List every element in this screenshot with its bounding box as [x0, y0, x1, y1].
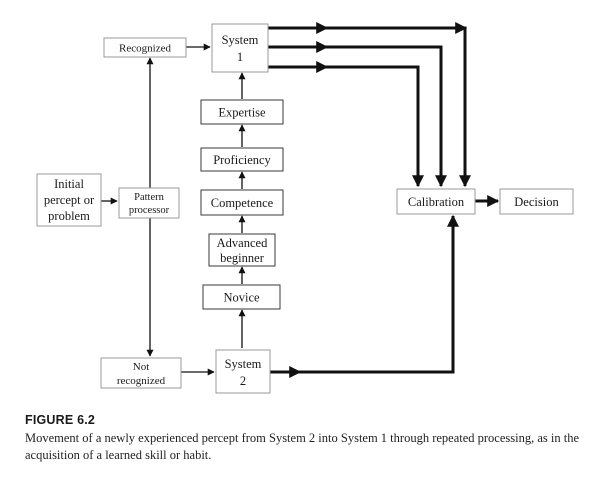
- competence-label: Competence: [211, 196, 274, 210]
- system2-box: System 2: [215, 349, 271, 394]
- arrow-system1-to-calibration-inner: [268, 65, 424, 188]
- calibration-box: Calibration: [396, 188, 476, 215]
- recognized-label: Recognized: [119, 43, 171, 55]
- system1-box: System 1: [211, 23, 269, 73]
- expertise-label: Expertise: [218, 106, 266, 120]
- figure-label: FIGURE 6.2: [25, 413, 96, 427]
- calibration-label: Calibration: [408, 195, 465, 209]
- arrow-system2-to-calibration: [270, 214, 459, 374]
- decision-label: Decision: [514, 195, 559, 209]
- thick-connectors: [268, 22, 500, 378]
- advanced-beginner-box: Advanced beginner: [208, 233, 276, 267]
- figure-caption: FIGURE 6.2 Movement of a newly experienc…: [25, 413, 595, 464]
- initial-label-line1: Initial: [54, 177, 84, 191]
- pattern-label-line2: processor: [129, 205, 170, 216]
- system1-label-line2: 1: [237, 50, 243, 64]
- thin-connectors: [101, 43, 246, 376]
- novice-box: Novice: [202, 284, 281, 310]
- pattern-processor-box: Pattern processor: [118, 187, 180, 219]
- system2-label-line1: System: [225, 357, 262, 371]
- initial-label-line2: percept or: [44, 193, 95, 207]
- not-recognized-box: Not recognized: [100, 357, 182, 389]
- system1-label-line1: System: [222, 33, 259, 47]
- figure-caption-text: Movement of a newly experienced percept …: [25, 431, 580, 462]
- arrow-system1-to-calibration-outer: [268, 26, 471, 188]
- initial-percept-box: Initial percept or problem: [36, 173, 102, 227]
- pattern-label-line1: Pattern: [134, 192, 164, 203]
- decision-box: Decision: [499, 188, 574, 215]
- expertise-box: Expertise: [200, 99, 284, 125]
- proficiency-box: Proficiency: [200, 147, 284, 172]
- not-recognized-label-line2: recognized: [117, 375, 166, 387]
- proficiency-label: Proficiency: [213, 153, 271, 167]
- initial-label-line3: problem: [48, 209, 90, 223]
- competence-box: Competence: [200, 189, 284, 216]
- not-recognized-label-line1: Not: [133, 361, 150, 373]
- advanced-label-line2: beginner: [220, 251, 265, 265]
- system2-label-line2: 2: [240, 374, 246, 388]
- advanced-label-line1: Advanced: [217, 236, 268, 250]
- novice-label: Novice: [223, 291, 260, 305]
- recognized-box: Recognized: [103, 37, 187, 58]
